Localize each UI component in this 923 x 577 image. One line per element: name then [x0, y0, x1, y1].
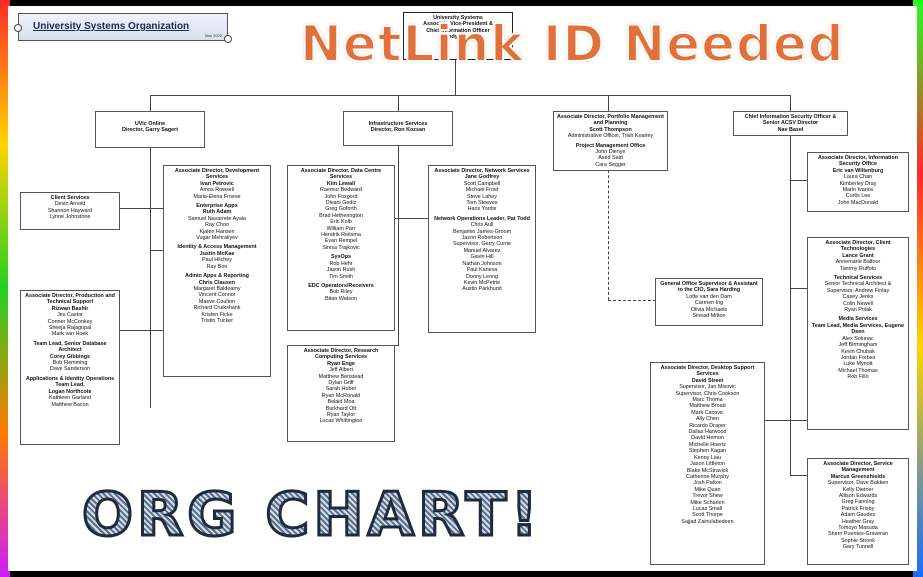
connector-line	[790, 95, 791, 111]
handle-left	[14, 24, 22, 32]
portfolio-box: Associate Director, Portfolio Management…	[553, 111, 668, 171]
service-mgmt-box: Associate Director, Service Management M…	[807, 458, 909, 565]
infrastructure-box: Infrastructure Services Director, Ron Ko…	[343, 111, 453, 146]
research-box: Associate Director, Research Computing S…	[287, 345, 395, 442]
general-office-box: General Office Supervisor & Assistant to…	[655, 278, 763, 326]
org-chart-banner: ORG CHART!	[81, 479, 542, 552]
connector-line	[790, 288, 808, 289]
connector-line	[150, 95, 791, 96]
connector-line	[608, 95, 609, 111]
connector-line	[120, 330, 170, 331]
connector-line	[120, 208, 170, 209]
connector-line	[398, 95, 399, 111]
ciso-box: Chief Information Security Officer & Sen…	[733, 111, 848, 136]
connector-line	[150, 95, 151, 111]
dashed-connector	[608, 160, 609, 300]
data-centre-box: Associate Director, Data Centre Services…	[287, 165, 395, 331]
connector-line	[790, 136, 791, 476]
connector-line	[790, 180, 808, 181]
dashed-connector	[608, 300, 656, 301]
connector-line	[455, 60, 456, 95]
production-box: Associate Director, Production and Techn…	[20, 290, 120, 445]
connector-line	[150, 148, 151, 408]
connector-line	[398, 146, 399, 346]
network-box: Associate Director, Network Services Jan…	[428, 165, 536, 333]
desktop-support-box: Associate Director, Desktop Support Serv…	[650, 362, 765, 565]
client-tech-box: Associate Director, Client Technologies …	[807, 237, 909, 430]
uvic-online-box: UVic Online Director, Garry Sagert	[95, 111, 205, 148]
netlink-id-needed-banner: NetLink ID Needed	[299, 14, 845, 74]
dev-services-box: Associate Director, Development Services…	[163, 165, 271, 377]
client-services-box: Client Services Devin Arnold Shannon Hay…	[20, 192, 120, 230]
chart-title-box: University Systems Organization Mar 2022	[18, 13, 228, 41]
connector-line	[150, 250, 170, 251]
handle-right	[224, 35, 232, 43]
connector-line	[370, 218, 430, 219]
cio-box: University Systems Associate Vice-Presid…	[403, 12, 513, 60]
info-security-box: Associate Director, Information Security…	[807, 152, 909, 212]
connector-line	[765, 420, 808, 421]
chart-title: University Systems Organization	[33, 21, 190, 32]
connector-line	[790, 475, 808, 476]
chart-date: Mar 2022	[205, 33, 222, 38]
